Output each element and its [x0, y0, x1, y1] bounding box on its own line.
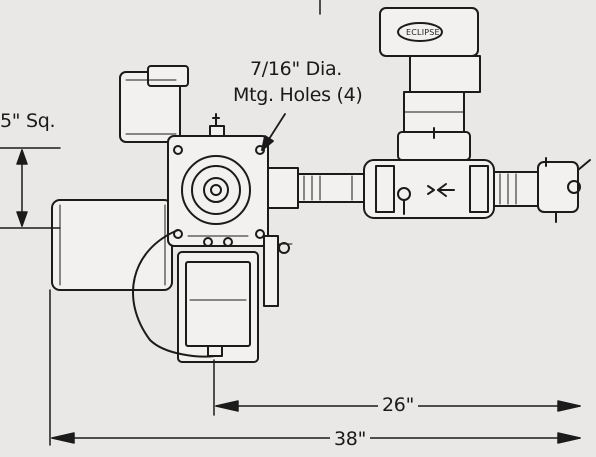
burner-flange [167, 135, 269, 247]
gas-valve [363, 159, 495, 219]
hole-leader [261, 113, 286, 151]
dimension-26-label: 26" [378, 396, 419, 415]
gas-pipe-right [493, 157, 591, 223]
control-box [177, 251, 259, 363]
brand-logo: ECLIPSE [406, 28, 440, 37]
hole-label-line2: Mtg. Holes (4) [233, 84, 363, 106]
valve-actuator [379, 7, 481, 161]
top-fitting [209, 113, 225, 137]
blower-motor [119, 65, 189, 143]
dimension-38-label: 38" [330, 430, 371, 449]
mount-bracket [263, 235, 293, 307]
gas-pipe-left [267, 167, 365, 209]
hole-label-line1: 7/16" Dia. [250, 58, 343, 80]
dim-5sq [0, 147, 61, 229]
flexible-hose [132, 229, 216, 358]
dim-38 [49, 289, 581, 446]
square-dimension-label: 5" Sq. [0, 110, 56, 132]
